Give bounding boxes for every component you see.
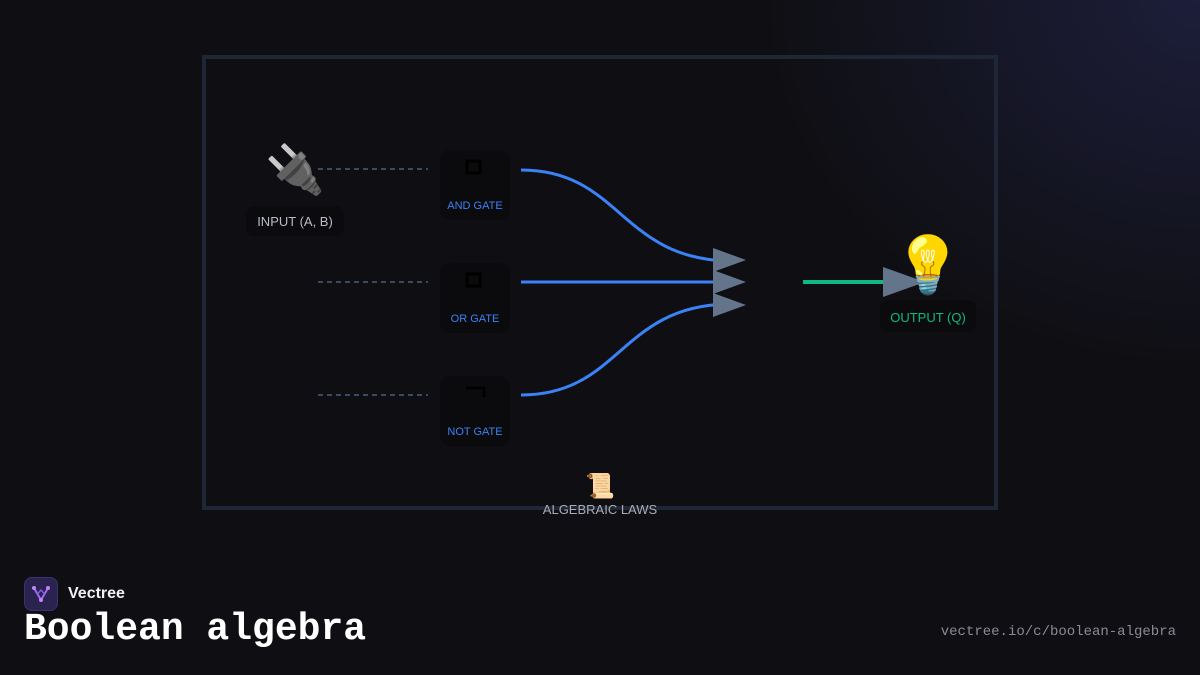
arrowhead-or <box>713 270 746 294</box>
output-label: OUTPUT (Q) <box>890 310 966 325</box>
brand: Vectree <box>24 577 125 611</box>
arrowhead-and <box>713 248 746 272</box>
plug-icon: 🔌 <box>265 142 325 198</box>
gate-shadows <box>246 150 976 446</box>
and-gate-icon <box>465 159 482 175</box>
laws-label: ALGEBRAIC LAWS <box>543 502 658 517</box>
not-gate-label: NOT GATE <box>447 426 502 438</box>
wire-not <box>520 302 729 397</box>
light-bulb-icon: 💡 <box>893 233 963 298</box>
or-gate-label: OR GATE <box>451 313 500 325</box>
diagram-frame <box>202 55 998 510</box>
page-title: Boolean algebra <box>24 608 367 651</box>
dotted-connectors <box>318 168 428 396</box>
vectree-logo-icon <box>24 577 58 611</box>
and-gate-label: AND GATE <box>447 200 502 212</box>
input-label: INPUT (A, B) <box>257 214 333 229</box>
arrowheads <box>713 248 746 317</box>
wire-and <box>520 168 729 263</box>
brand-name: Vectree <box>68 585 125 602</box>
or-gate-icon <box>465 272 482 288</box>
page-url[interactable]: vectree.io/c/boolean-algebra <box>940 624 1176 640</box>
scroll-icon: 📜 <box>585 472 615 500</box>
arrowhead-not <box>713 293 746 317</box>
gate-wires <box>520 168 729 397</box>
not-gate-icon <box>466 386 486 397</box>
arrowhead-output <box>883 267 925 297</box>
